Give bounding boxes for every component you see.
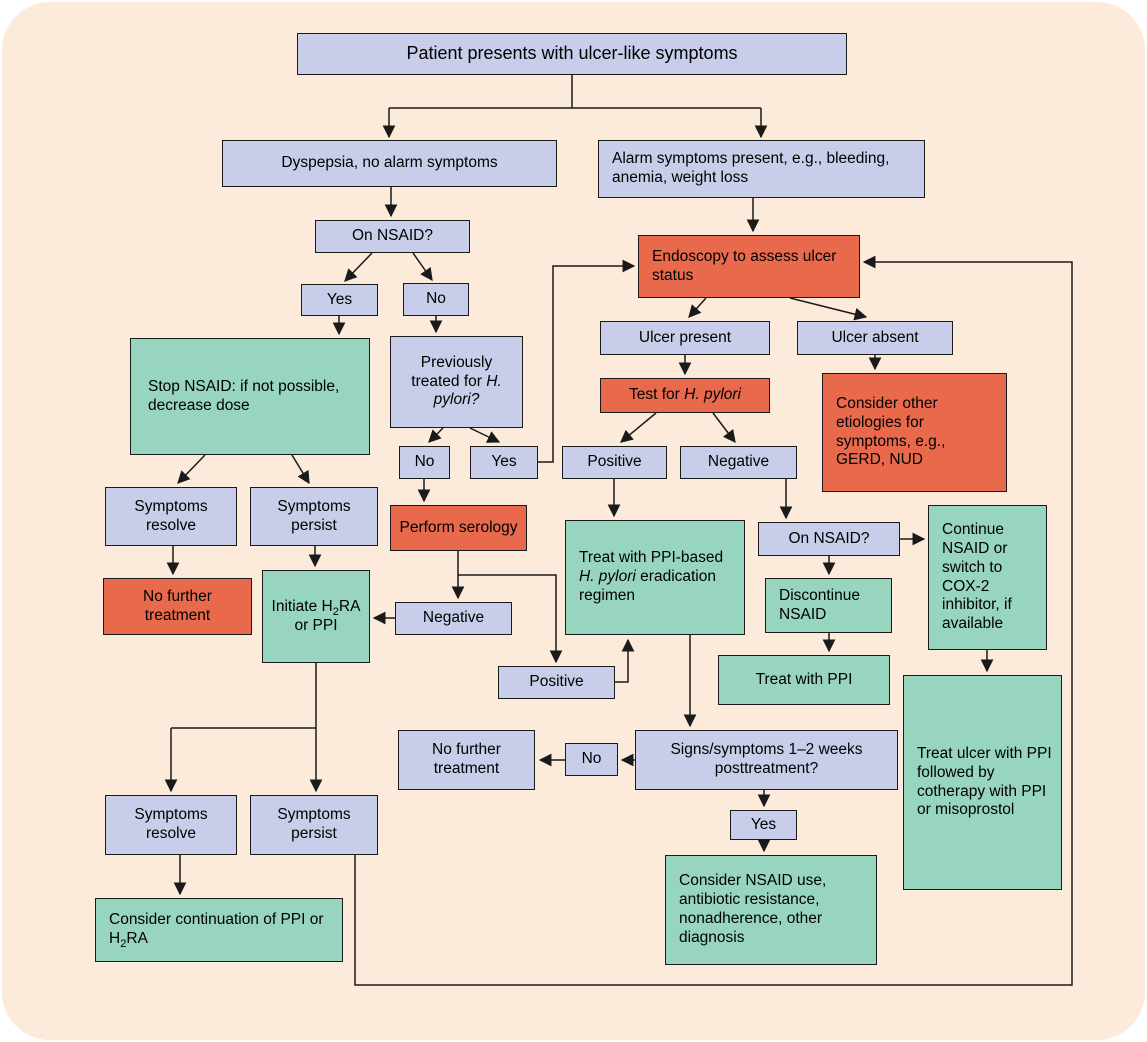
node-consider-nsaid-use-label: Consider NSAID use, antibiotic resistanc… bbox=[679, 872, 827, 946]
node-dyspepsia-label: Dyspepsia, no alarm symptoms bbox=[281, 154, 498, 172]
node-title-label: Patient presents with ulcer-like symptom… bbox=[406, 43, 738, 64]
node-treat-ulcer-cotherapy: Treat ulcer with PPI followed by cothera… bbox=[903, 675, 1062, 890]
node-positive-1-label: Positive bbox=[587, 453, 642, 471]
node-ulcer-absent: Ulcer absent bbox=[797, 321, 953, 355]
node-no-3-label: No bbox=[581, 750, 602, 768]
node-endoscopy-label: Endoscopy to assess ulcer status bbox=[652, 247, 837, 284]
node-dyspepsia: Dyspepsia, no alarm symptoms bbox=[222, 140, 557, 187]
node-initiate-h2ra-or-ppi: Initiate H2RA or PPI bbox=[262, 570, 370, 663]
node-yes-2: Yes bbox=[470, 446, 538, 479]
node-ulcer-present-label: Ulcer present bbox=[638, 328, 732, 346]
node-no-1: No bbox=[403, 283, 469, 316]
node-perform-serology-label: Perform serology bbox=[399, 518, 518, 536]
node-continue-nsaid-label: Continue NSAID or switch to COX-2 inhibi… bbox=[942, 520, 1012, 633]
node-yes-2-label: Yes bbox=[491, 453, 517, 471]
node-signs-symptoms-posttreatment: Signs/symptoms 1–2 weeks posttreatment? bbox=[635, 730, 898, 790]
node-symptoms-resolve-1-label: Symptoms resolve bbox=[134, 497, 208, 534]
node-previously-treated: Previously treated for H. pylori? bbox=[390, 336, 523, 428]
node-no-further-treatment-1-label: No further treatment bbox=[143, 587, 212, 624]
node-stop-nsaid: Stop NSAID: if not possible, decrease do… bbox=[130, 338, 370, 455]
node-symptoms-persist-2: Symptoms persist bbox=[250, 795, 378, 855]
node-symptoms-persist-2-label: Symptoms persist bbox=[277, 806, 351, 842]
node-no-further-treatment-2-label: No further treatment bbox=[432, 741, 501, 777]
node-alarm-symptoms: Alarm symptoms present, e.g., bleeding, … bbox=[598, 140, 925, 198]
node-negative-1: Negative bbox=[680, 446, 797, 479]
node-treat-with-ppi: Treat with PPI bbox=[718, 655, 890, 705]
node-on-nsaid-2-label: On NSAID? bbox=[788, 529, 870, 547]
node-title: Patient presents with ulcer-like symptom… bbox=[297, 33, 847, 75]
node-yes-3: Yes bbox=[730, 810, 797, 840]
node-discontinue-nsaid: Discontinue NSAID bbox=[765, 578, 892, 633]
node-no-further-treatment-2: No further treatment bbox=[398, 730, 535, 790]
node-signs-symptoms-posttreatment-label: Signs/symptoms 1–2 weeks posttreatment? bbox=[670, 741, 863, 777]
node-symptoms-resolve-2-label: Symptoms resolve bbox=[134, 806, 208, 842]
node-yes-3-label: Yes bbox=[750, 815, 777, 833]
node-test-h-pylori: Test for H. pylori bbox=[600, 378, 770, 413]
node-on-nsaid-2: On NSAID? bbox=[758, 522, 900, 556]
node-negative-1-label: Negative bbox=[707, 453, 770, 471]
node-yes-1: Yes bbox=[301, 284, 378, 316]
node-discontinue-nsaid-label: Discontinue NSAID bbox=[779, 586, 860, 623]
node-eradication-regimen: Treat with PPI-based H. pylori eradicati… bbox=[565, 520, 745, 635]
node-negative-2-label: Negative bbox=[422, 609, 485, 627]
node-on-nsaid-1-label: On NSAID? bbox=[352, 227, 433, 245]
node-consider-other-etiologies: Consider other etiologies for symptoms, … bbox=[822, 373, 1007, 492]
node-consider-nsaid-use: Consider NSAID use, antibiotic resistanc… bbox=[665, 855, 877, 965]
node-symptoms-persist-1: Symptoms persist bbox=[250, 487, 378, 546]
node-test-h-pylori-label: Test for H. pylori bbox=[629, 386, 741, 404]
node-symptoms-resolve-1: Symptoms resolve bbox=[105, 487, 237, 546]
node-negative-2: Negative bbox=[395, 602, 512, 635]
node-no-2-label: No bbox=[414, 453, 435, 471]
node-eradication-regimen-label: Treat with PPI-based H. pylori eradicati… bbox=[579, 549, 724, 604]
node-consider-continuation-label: Consider continuation of PPI or H2RA bbox=[109, 911, 324, 951]
node-positive-1: Positive bbox=[562, 446, 667, 479]
node-ulcer-present: Ulcer present bbox=[600, 321, 770, 355]
node-consider-continuation: Consider continuation of PPI or H2RA bbox=[95, 898, 343, 962]
node-endoscopy: Endoscopy to assess ulcer status bbox=[638, 235, 860, 298]
node-symptoms-resolve-2: Symptoms resolve bbox=[105, 795, 237, 855]
node-continue-nsaid: Continue NSAID or switch to COX-2 inhibi… bbox=[928, 505, 1047, 650]
node-symptoms-persist-1-label: Symptoms persist bbox=[277, 497, 351, 534]
node-treat-ulcer-cotherapy-label: Treat ulcer with PPI followed by cothera… bbox=[917, 744, 1052, 819]
node-stop-nsaid-label: Stop NSAID: if not possible, decrease do… bbox=[148, 377, 340, 414]
node-no-further-treatment-1: No further treatment bbox=[103, 578, 252, 635]
node-no-1-label: No bbox=[426, 290, 446, 308]
node-consider-other-etiologies-label: Consider other etiologies for symptoms, … bbox=[836, 394, 946, 469]
node-perform-serology: Perform serology bbox=[390, 505, 527, 551]
node-positive-2-label: Positive bbox=[529, 673, 584, 691]
node-initiate-h2ra-or-ppi-label: Initiate H2RA or PPI bbox=[271, 597, 361, 634]
node-on-nsaid-1: On NSAID? bbox=[315, 220, 470, 253]
node-yes-1-label: Yes bbox=[326, 290, 353, 308]
node-previously-treated-label: Previously treated for H. pylori? bbox=[411, 353, 502, 409]
node-treat-with-ppi-label: Treat with PPI bbox=[755, 670, 853, 688]
node-ulcer-absent-label: Ulcer absent bbox=[831, 328, 919, 346]
node-alarm-symptoms-label: Alarm symptoms present, e.g., bleeding, … bbox=[612, 150, 890, 186]
node-no-2: No bbox=[399, 446, 450, 479]
node-no-3: No bbox=[565, 743, 618, 776]
node-positive-2: Positive bbox=[498, 666, 615, 699]
